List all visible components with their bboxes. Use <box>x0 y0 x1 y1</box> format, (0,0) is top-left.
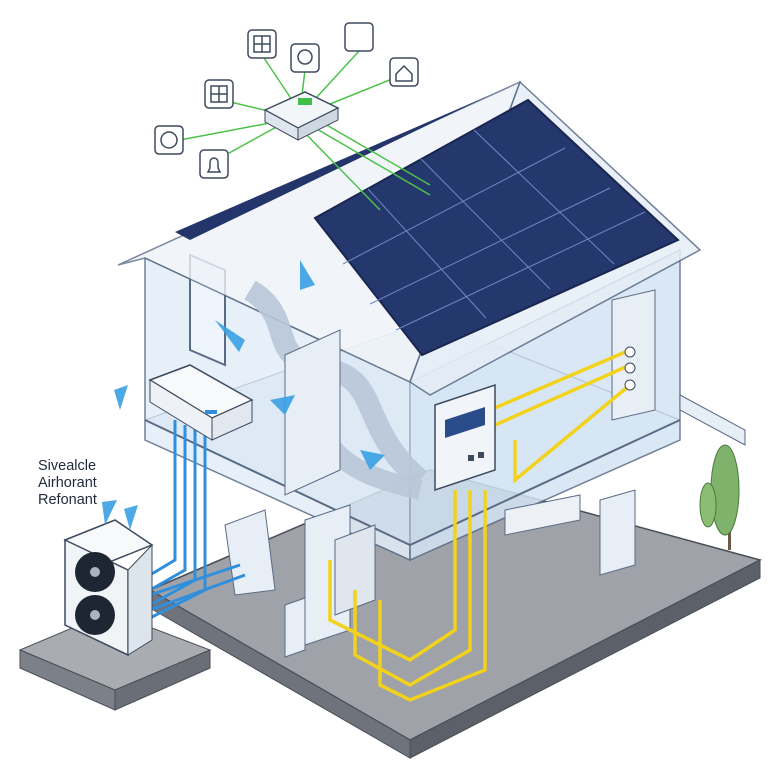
label-line-3: Refonant <box>38 492 97 508</box>
home-icon <box>389 57 419 87</box>
smart-hub <box>263 91 340 141</box>
tree <box>699 444 740 550</box>
interior-elements <box>224 289 656 658</box>
refrigerant-label: Sivealcle Airhorant Refonant <box>38 458 97 509</box>
inverter <box>434 383 496 492</box>
thermostat-icon <box>344 22 374 52</box>
smart-icons <box>154 22 419 179</box>
airflow-arrows <box>102 260 385 530</box>
power-cables <box>328 348 632 702</box>
label-line-2: Airhorant <box>38 475 97 491</box>
concrete-pad <box>18 611 212 711</box>
electric-meter <box>624 346 636 391</box>
label-line-1: Sivealcle <box>38 458 97 474</box>
floor-divider <box>144 419 681 547</box>
indoor-ac-unit <box>148 364 254 441</box>
porch-canopy <box>679 394 746 446</box>
solar-panel-array <box>313 98 680 357</box>
fan-icon <box>154 125 184 155</box>
lamp-icon <box>290 43 320 73</box>
outdoor-heat-pump-unit <box>63 519 154 657</box>
refrigerant-pipes <box>149 420 246 620</box>
bell-icon <box>199 149 229 179</box>
